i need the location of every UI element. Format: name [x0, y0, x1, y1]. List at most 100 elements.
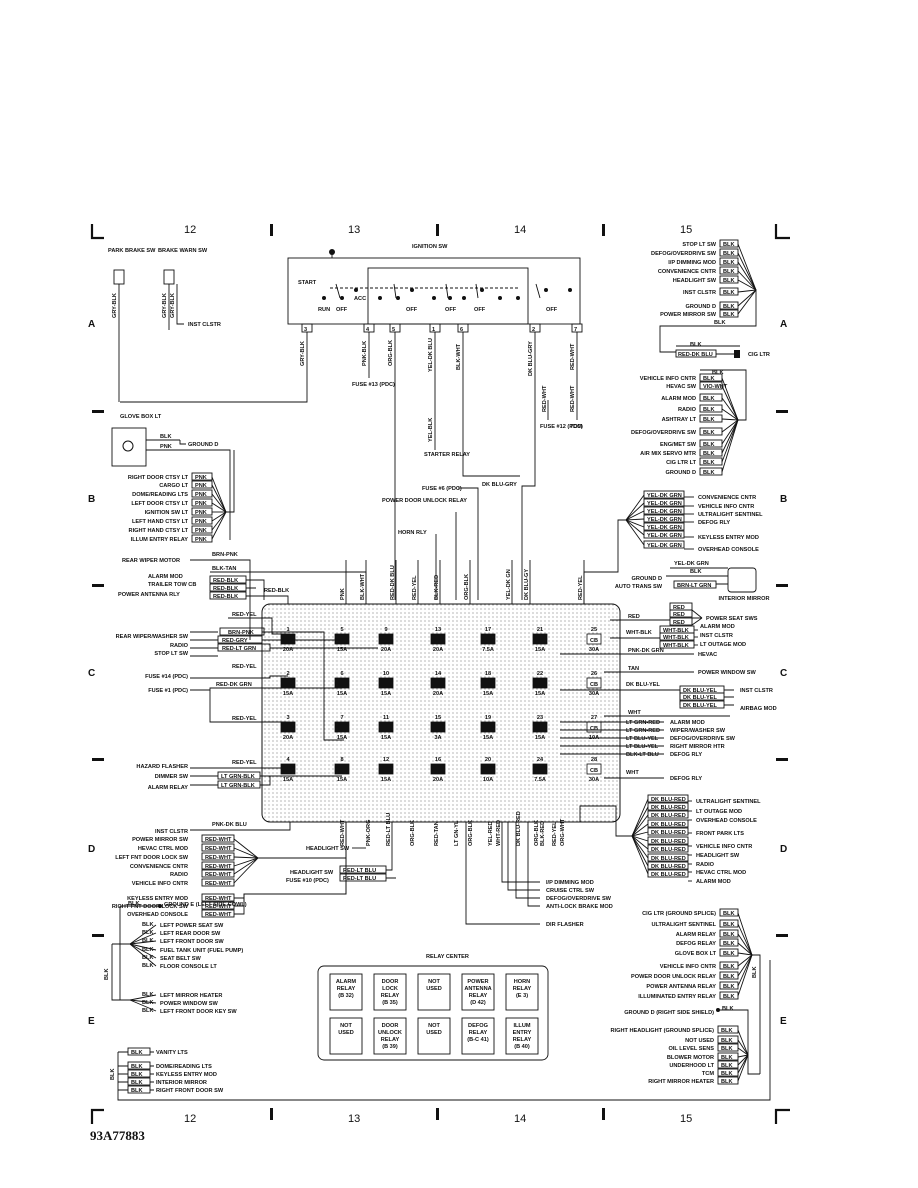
svg-text:GRY-BLK: GRY-BLK — [170, 293, 176, 318]
component-label: RIGHT FRONT DOOR SW — [156, 1088, 224, 1094]
component-label: FUSE #14 (PDC) — [145, 674, 188, 680]
component-label: DEFOG/OVERDRIVE SW — [631, 430, 697, 436]
svg-text:7: 7 — [574, 327, 577, 333]
svg-text:OFF: OFF — [474, 307, 486, 313]
wire-box — [201, 893, 235, 902]
wire — [631, 835, 649, 875]
wire-label: LT BLU-YEL — [626, 744, 659, 750]
wire-label: YEL-DK GN — [506, 569, 512, 600]
wire-box — [717, 1043, 739, 1052]
wire-box — [643, 506, 685, 515]
component-label: LEFT REAR DOOR SW — [160, 931, 221, 937]
wire-label: BLK — [723, 304, 735, 310]
fuse-body — [586, 633, 602, 645]
component-label: ILLUM ENTRY RELAY — [131, 537, 189, 543]
wire-label: PNK — [195, 510, 207, 516]
relay-label: NOT — [428, 1023, 440, 1029]
wire-box — [217, 780, 261, 789]
wire — [625, 519, 645, 546]
wire — [233, 857, 259, 884]
wire-label: BLK — [128, 901, 140, 907]
wire — [211, 484, 227, 513]
component-label: ALARM MOD — [700, 624, 735, 630]
relay-label: RELAY — [381, 1037, 400, 1043]
relay-label: POWER — [467, 979, 488, 985]
wire-box — [669, 609, 693, 618]
component-label: POWER SEAT SWS — [706, 616, 758, 622]
wire-label: RED — [628, 614, 640, 620]
wire-label: RED-WHT — [205, 864, 232, 870]
svg-text:BLK: BLK — [160, 434, 172, 440]
wire-box — [699, 381, 723, 390]
component-label: POWER WINDOW SW — [160, 1001, 219, 1007]
fuse-rating: 20A — [283, 647, 293, 653]
fuse-body — [334, 677, 350, 689]
grid-labels: 12 13 14 15 12 13 14 15 A B C D E A B C … — [88, 224, 787, 1143]
wire-box — [719, 257, 739, 266]
component-label: INST CLSTR — [740, 688, 773, 694]
component-label: CIG LTR (GROUND SPLICE) — [642, 911, 716, 917]
wire-label: BLK — [131, 1064, 143, 1070]
wire-label: RED-YEL — [232, 760, 257, 766]
fuse-rating: 15A — [337, 735, 347, 741]
fuse-number: 5 — [340, 627, 343, 633]
wire-label: DK BLU-RED — [516, 811, 522, 846]
component-label: CIG LTR LT — [666, 460, 697, 466]
wire — [211, 476, 227, 513]
component-label: DEFOG RLY — [698, 520, 730, 526]
wire-box — [717, 1035, 739, 1044]
wire — [737, 289, 757, 315]
wire-label: DK BLU-YEL — [626, 682, 660, 688]
component-label: NOT USED — [685, 1038, 714, 1044]
fuse-rating: 15A — [337, 691, 347, 697]
component-label: INST CLSTR — [683, 290, 716, 296]
wire-label: BLK — [703, 396, 715, 402]
frame-markers — [90, 224, 790, 1124]
fuse-block: 120A515A920A1320A177.5A2115A2530ACB215A6… — [261, 560, 621, 846]
wire-label: PNK — [195, 528, 207, 534]
component-label: HEADLIGHT SW — [696, 853, 740, 859]
relay-label: ALARM — [336, 979, 357, 985]
fuse-body — [480, 721, 496, 733]
fuse-rating: 15A — [483, 735, 493, 741]
fuse-type: CB — [590, 638, 598, 644]
component-label: ALARM MOD — [661, 396, 696, 402]
wire — [226, 450, 235, 513]
fuse-number: 16 — [435, 757, 441, 763]
component-label: OVERHEAD CONSOLE — [698, 547, 759, 553]
fuse-body — [532, 677, 548, 689]
wire-box — [647, 836, 689, 845]
svg-text:GRY-BLK: GRY-BLK — [162, 293, 168, 318]
component-label: AIR MIX SERVO MTR — [640, 451, 696, 457]
wire-label: RED-YEL — [412, 575, 418, 600]
wire — [631, 814, 649, 837]
fuse-body — [378, 633, 394, 645]
wire-box — [217, 635, 263, 644]
wire-label: BLK — [142, 963, 154, 969]
wire — [129, 999, 157, 1004]
relay-label: LOCK — [382, 986, 398, 992]
svg-text:RED-LT BLU: RED-LT BLU — [343, 876, 376, 882]
svg-text:4: 4 — [366, 327, 370, 333]
wire-box — [201, 909, 235, 918]
svg-text:FUSE #13 (PDC): FUSE #13 (PDC) — [352, 382, 395, 388]
relay-label: NOT — [340, 1023, 352, 1029]
svg-text:1: 1 — [432, 327, 435, 333]
wire-label: BLK — [721, 1046, 733, 1052]
wire-box — [191, 480, 213, 489]
row-label: B — [88, 494, 95, 505]
component-label: LT OUTAGE MOD — [700, 642, 746, 648]
wire-label: BLK — [131, 1088, 143, 1094]
wire-label: DK BLU-YEL — [683, 695, 717, 701]
relay-slot — [329, 973, 363, 1011]
svg-text:STARTER RELAY: STARTER RELAY — [424, 452, 470, 458]
wire-label: DK BLU-RED — [651, 872, 686, 878]
fuse-body — [280, 721, 296, 733]
fuse-body — [378, 677, 394, 689]
fuse-body — [334, 633, 350, 645]
wire-label: BLK — [142, 1000, 154, 1006]
wire — [211, 493, 227, 513]
fuse-rating: 30A — [589, 777, 599, 783]
